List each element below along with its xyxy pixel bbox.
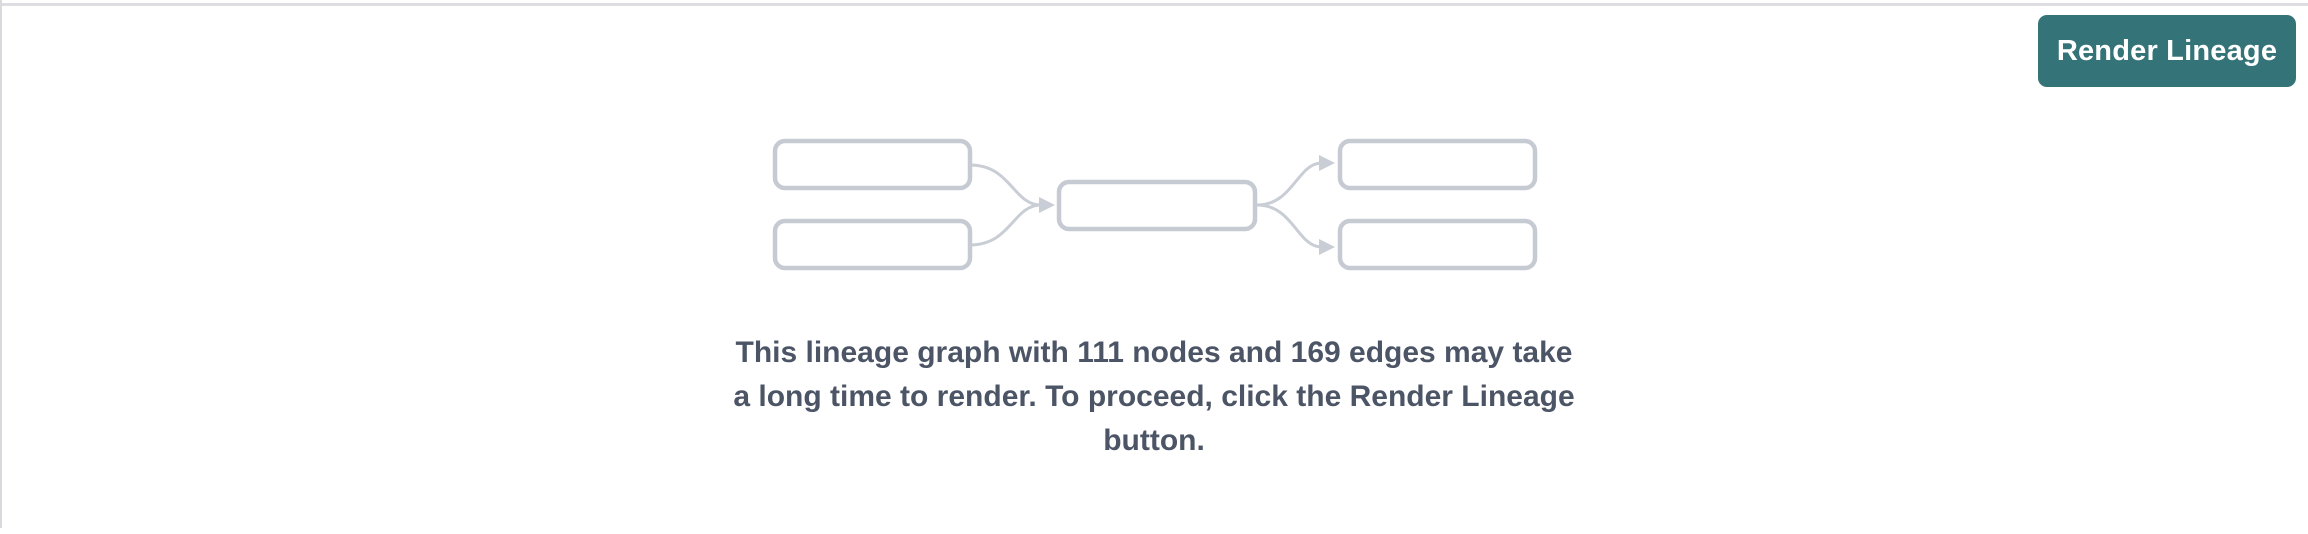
placeholder-node — [1337, 218, 1538, 271]
lineage-placeholder-illustration — [771, 137, 1539, 271]
message-line: button. — [1103, 424, 1205, 457]
arrowhead-icon — [1319, 155, 1335, 171]
left-divider — [0, 0, 2, 528]
placeholder-edge — [969, 203, 1042, 247]
lineage-placeholder-graphic — [772, 138, 1538, 271]
placeholder-edges — [969, 161, 1322, 249]
placeholder-edge — [1256, 203, 1322, 249]
message-line: This lineage graph with 111 nodes and 16… — [735, 336, 1573, 369]
placeholder-edge — [969, 163, 1042, 207]
placeholder-node — [772, 138, 973, 191]
top-divider — [0, 3, 2308, 6]
placeholder-nodes — [772, 138, 1538, 271]
arrowhead-icon — [1039, 197, 1055, 213]
placeholder-edge — [1256, 161, 1322, 207]
placeholder-node — [772, 218, 973, 271]
arrowhead-icon — [1319, 239, 1335, 255]
render-lineage-button[interactable]: Render Lineage — [2038, 15, 2296, 87]
placeholder-node — [1337, 138, 1538, 191]
render-warning-message: This lineage graph with 111 nodes and 16… — [0, 331, 2308, 463]
placeholder-node — [1056, 179, 1258, 232]
message-line: a long time to render. To proceed, click… — [733, 380, 1575, 413]
placeholder-arrowheads — [1039, 155, 1335, 255]
